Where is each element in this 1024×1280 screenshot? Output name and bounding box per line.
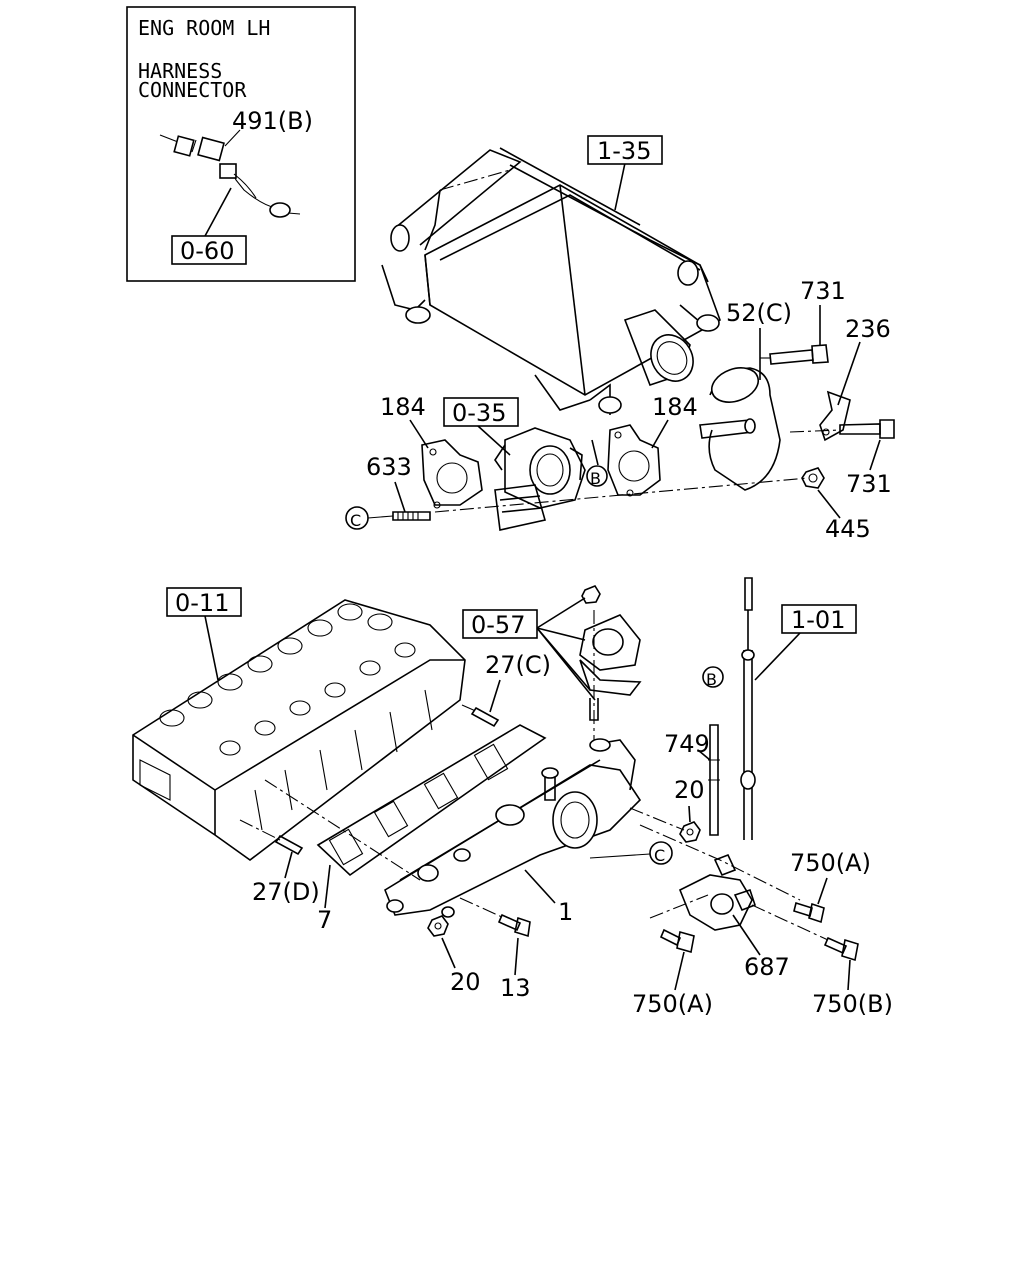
callout-c-lower: C <box>654 846 665 865</box>
part-label-633[interactable]: 633 <box>366 453 412 481</box>
nut-20-bottom <box>427 915 449 937</box>
part-label-13[interactable]: 13 <box>500 974 531 1002</box>
part-label-687[interactable]: 687 <box>744 953 790 981</box>
part-label-491b[interactable]: 491(B) <box>232 107 313 135</box>
throttle-body <box>494 427 586 531</box>
bracket-236 <box>819 390 851 442</box>
inset-subtitle-1: HARNESS <box>138 59 222 83</box>
air-hose-52c <box>699 367 781 491</box>
intercooler-assembly <box>381 147 721 415</box>
inset-title: ENG ROOM LH <box>138 16 270 40</box>
ref-label-0-35[interactable]: 0-35 <box>452 399 506 427</box>
ref-label-0-11[interactable]: 0-11 <box>175 589 229 617</box>
inset-subtitle-2: CONNECTOR <box>138 78 247 102</box>
ref-label-1-01[interactable]: 1-01 <box>791 606 845 634</box>
callout-c-lower-circle <box>649 841 673 865</box>
callout-b-lower: B <box>706 670 717 689</box>
nut-20-right <box>679 821 701 843</box>
part-label-184-right[interactable]: 184 <box>652 393 698 421</box>
callout-b-lower-circle <box>702 666 724 688</box>
nut-445 <box>801 467 825 489</box>
bolt-750a-bottom <box>659 928 695 954</box>
part-label-1[interactable]: 1 <box>558 898 573 926</box>
part-label-750b[interactable]: 750(B) <box>812 990 893 1018</box>
gasket-184-left <box>421 439 483 509</box>
stud-633 <box>392 511 431 521</box>
part-label-750a-right[interactable]: 750(A) <box>790 849 871 877</box>
part-label-445[interactable]: 445 <box>825 515 871 543</box>
gasket-184-right <box>607 424 661 497</box>
part-label-731-top[interactable]: 731 <box>800 277 846 305</box>
part-label-236[interactable]: 236 <box>845 315 891 343</box>
bolt-750a-right <box>793 901 825 924</box>
part-label-52c[interactable]: 52(C) <box>726 299 792 327</box>
stud-27d <box>274 834 304 856</box>
part-label-20-bottom[interactable]: 20 <box>450 968 481 996</box>
flange-687 <box>678 853 757 931</box>
intake-gasket-7 <box>316 724 547 877</box>
callout-b-upper-circle <box>586 465 608 487</box>
stud-27c <box>470 706 500 728</box>
intake-manifold <box>384 738 642 918</box>
egr-valve <box>579 585 642 696</box>
ref-label-0-60[interactable]: 0-60 <box>180 237 234 265</box>
cylinder-head <box>132 599 466 861</box>
callout-c-upper: C <box>350 511 361 530</box>
harness-connector-drawing <box>159 129 301 218</box>
part-label-27d[interactable]: 27(D) <box>252 878 320 906</box>
callout-b-upper: B <box>590 469 601 488</box>
egr-pipe <box>740 577 756 840</box>
bolt-750b <box>823 936 859 962</box>
bolt-731-right <box>839 419 895 439</box>
part-label-184-left[interactable]: 184 <box>380 393 426 421</box>
part-label-27c[interactable]: 27(C) <box>485 651 551 679</box>
bolt-13 <box>497 913 531 938</box>
part-label-20-right[interactable]: 20 <box>674 776 705 804</box>
inset-harness-connector: ENG ROOM LH HARNESS CONNECTOR 491(B) 0-6… <box>126 6 356 282</box>
ref-label-1-35[interactable]: 1-35 <box>597 137 651 165</box>
part-label-750a-bottom[interactable]: 750(A) <box>632 990 713 1018</box>
part-label-7[interactable]: 7 <box>317 906 332 934</box>
part-label-731-right[interactable]: 731 <box>846 470 892 498</box>
ref-label-0-57[interactable]: 0-57 <box>471 611 525 639</box>
bolt-731-top <box>769 344 829 365</box>
